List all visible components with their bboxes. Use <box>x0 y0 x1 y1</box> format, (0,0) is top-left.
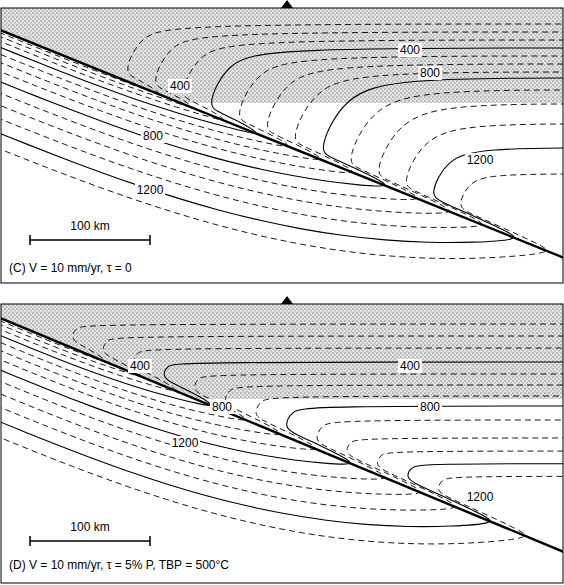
isotherm-label: 1200 <box>465 153 496 167</box>
isotherm <box>1 24 563 94</box>
panel-caption: (D) V = 10 mm/yr, τ = 5% P, TBP = 500°C <box>6 557 232 573</box>
isotherm <box>1 99 563 227</box>
isotherm-label: 400 <box>128 359 152 373</box>
scale-bar <box>30 536 150 546</box>
panel-d-contours <box>1 304 563 556</box>
isotherm <box>1 77 563 200</box>
panel-frame <box>1 8 563 283</box>
isotherm <box>1 364 563 479</box>
overriding-plate <box>1 8 563 103</box>
panel-c-contours <box>1 8 563 262</box>
isotherm <box>1 412 563 544</box>
isotherm-label: 800 <box>210 400 234 414</box>
isotherm-label: 800 <box>418 400 442 414</box>
panel-frame <box>1 304 563 583</box>
trench-marker <box>281 0 293 8</box>
isotherm-label: 1200 <box>170 436 201 450</box>
isotherm-label: 1200 <box>465 490 496 504</box>
isotherm-label: 400 <box>398 359 422 373</box>
isotherm <box>1 32 563 120</box>
isotherm-label: 400 <box>168 79 192 93</box>
isotherm-label: 400 <box>398 43 422 57</box>
isotherm-label: 1200 <box>135 183 166 197</box>
slab-surface <box>1 314 563 556</box>
trench-marker <box>281 296 293 304</box>
isotherm-label: 800 <box>418 66 442 80</box>
scale-label: 100 km <box>68 219 111 233</box>
isotherm <box>1 320 563 391</box>
scale-label: 100 km <box>68 520 111 534</box>
isotherm <box>1 316 563 376</box>
isotherm <box>1 87 563 213</box>
isotherm <box>1 355 563 464</box>
panel-caption: (C) V = 10 mm/yr, τ = 0 <box>6 260 135 276</box>
slab-surface <box>1 26 563 261</box>
isotherm <box>1 43 563 146</box>
isotherm-label: 800 <box>141 129 165 143</box>
isotherm <box>1 28 563 107</box>
scale-bar <box>30 235 150 245</box>
isotherm <box>1 37 563 133</box>
isotherm <box>1 387 563 511</box>
isotherm <box>1 399 563 527</box>
isotherm <box>1 325 563 405</box>
